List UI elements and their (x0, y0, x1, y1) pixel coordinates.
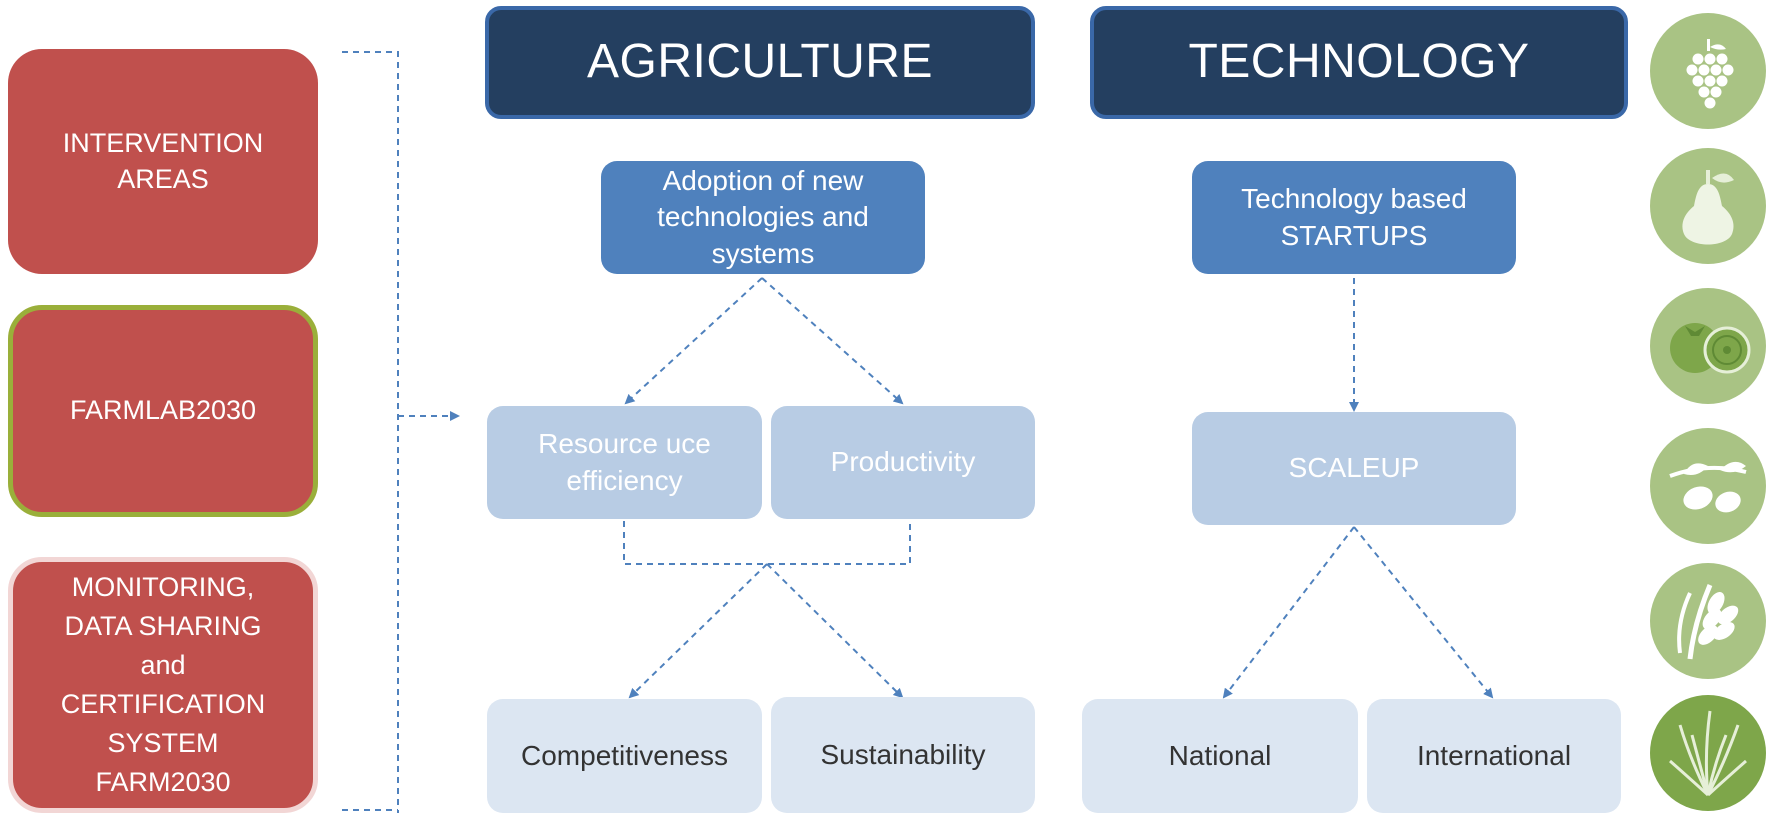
merge-to-competitiveness-arrow (628, 563, 768, 699)
agriculture-header: AGRICULTURE (485, 6, 1035, 119)
resource-efficiency-box: Resource uce efficiency (487, 406, 762, 519)
technology-header: TECHNOLOGY (1090, 6, 1628, 119)
adoption-box: Adoption of new technologies and systems (601, 161, 925, 274)
monitoring-box: MONITORING, DATA SHARING and CERTIFICATI… (8, 557, 318, 813)
tomato-icon (1650, 288, 1766, 404)
productivity-box: Productivity (771, 406, 1035, 519)
scaleup-box: SCALEUP (1192, 412, 1516, 525)
national-box: National (1082, 699, 1358, 813)
left-bracket-line (342, 51, 399, 813)
international-box: International (1367, 699, 1621, 813)
grapes-icon (1650, 13, 1766, 129)
merge-to-sustainability-arrow (766, 563, 904, 699)
scaleup-to-national-arrow (1222, 526, 1355, 699)
pear-icon (1650, 148, 1766, 264)
competitiveness-box: Competitiveness (487, 699, 762, 813)
adoption-to-resource-arrow (624, 277, 763, 405)
intervention-areas-box: INTERVENTION AREAS (8, 49, 318, 274)
farmlab-box: FARMLAB2030 (8, 305, 318, 517)
adoption-to-productivity-arrow (761, 277, 904, 405)
olive-icon (1650, 428, 1766, 544)
scaleup-to-international-arrow (1353, 526, 1494, 699)
sustainability-box: Sustainability (771, 697, 1035, 813)
startups-box: Technology based STARTUPS (1192, 161, 1516, 274)
grass-icon (1650, 695, 1766, 811)
merge-connector (623, 521, 911, 565)
wheat-icon (1650, 563, 1766, 679)
